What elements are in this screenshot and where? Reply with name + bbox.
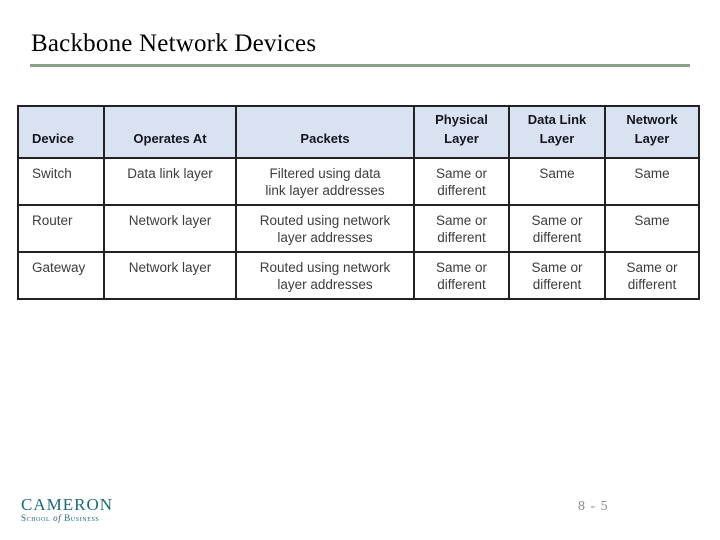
devices-table-container: Device Operates At Packets Physical Laye…	[17, 105, 700, 300]
column-header-physical-layer: Physical Layer	[413, 105, 510, 159]
table-row-router: Router Network layer Routed using networ…	[17, 203, 700, 253]
page-title: Backbone Network Devices	[31, 30, 317, 57]
column-header-data-link-layer: Data Link Layer	[508, 105, 606, 159]
cell-physical-layer: Same or different	[413, 156, 510, 206]
logo-cameron-text: CAMERON	[21, 495, 114, 514]
logo-school-word: School	[21, 512, 51, 523]
column-header-network-layer: Network Layer	[604, 105, 700, 159]
cell-data-link-layer: Same or different	[508, 250, 606, 300]
cell-data-link-layer: Same or different	[508, 203, 606, 253]
cell-packets: Filtered using data link layer addresses	[235, 156, 415, 206]
cell-device: Gateway	[17, 250, 105, 300]
table-row-gateway: Gateway Network layer Routed using netwo…	[17, 250, 700, 300]
logo-of-word: of	[53, 512, 62, 523]
column-header-packets: Packets	[235, 105, 415, 159]
devices-table: Device Operates At Packets Physical Laye…	[17, 105, 700, 300]
cell-operates-at: Network layer	[103, 250, 237, 300]
page-number: 8 - 5	[578, 499, 609, 514]
cell-device: Switch	[17, 156, 105, 206]
table-row-switch: Switch Data link layer Filtered using da…	[17, 156, 700, 206]
cell-operates-at: Data link layer	[103, 156, 237, 206]
cell-packets: Routed using network layer addresses	[235, 250, 415, 300]
column-header-operates-at: Operates At	[103, 105, 237, 159]
cell-packets: Routed using network layer addresses	[235, 203, 415, 253]
cell-device: Router	[17, 203, 105, 253]
cell-network-layer: Same or different	[604, 250, 700, 300]
logo-business-word: Business	[64, 512, 100, 523]
cell-operates-at: Network layer	[103, 203, 237, 253]
cell-network-layer: Same	[604, 156, 700, 206]
cell-physical-layer: Same or different	[413, 250, 510, 300]
cell-physical-layer: Same or different	[413, 203, 510, 253]
column-header-device: Device	[17, 105, 105, 159]
title-underline	[30, 64, 690, 67]
cell-data-link-layer: Same	[508, 156, 606, 206]
logo-school-of-business-text: School of Business	[21, 512, 113, 523]
cell-network-layer: Same	[604, 203, 700, 253]
cameron-school-logo: CAMERON School of Business	[21, 496, 113, 523]
table-header-row: Device Operates At Packets Physical Laye…	[17, 105, 700, 159]
